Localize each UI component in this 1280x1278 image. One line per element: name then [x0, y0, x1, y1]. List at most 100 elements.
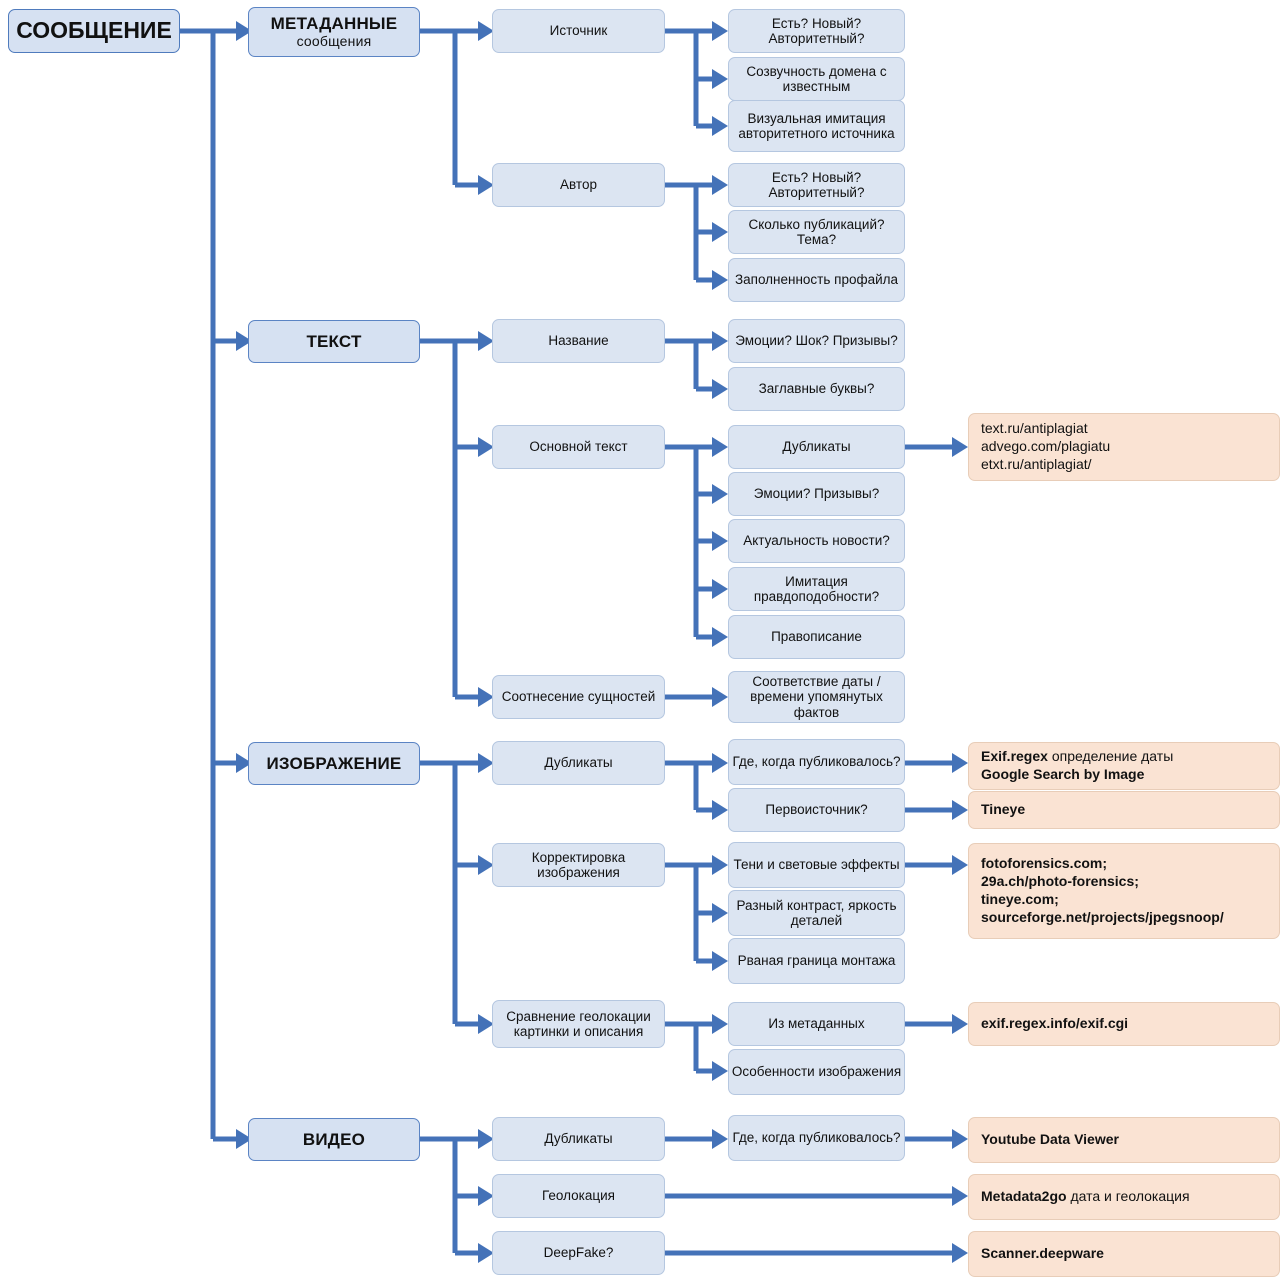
check-source-visual-imitation[interactable]: Визуальная имитация авторитетного источн… — [728, 100, 905, 152]
node-image-geolocation-compare[interactable]: Сравнение геолокации картинки и описания — [492, 1000, 665, 1048]
check-label: Есть? Новый? Авторитетный? — [768, 15, 865, 46]
check-image-contrast-brightness[interactable]: Разный контраст, яркость деталей — [728, 890, 905, 936]
tool-bold: Google Search by Image — [981, 766, 1145, 782]
node-label: Дубликаты — [544, 755, 613, 771]
tool-deepware[interactable]: Scanner.deepware — [968, 1231, 1280, 1277]
check-image-shadows-light[interactable]: Тени и световые эффекты — [728, 842, 905, 888]
check-label: Заглавные буквы? — [758, 381, 875, 397]
check-image-where-when-published[interactable]: Где, когда публиковалось? — [728, 739, 905, 785]
node-image-correction[interactable]: Корректировка изображения — [492, 843, 665, 887]
check-label: Имитация правдоподобности? — [753, 573, 880, 604]
check-label: Актуальность новости? — [743, 533, 890, 549]
check-text-spelling[interactable]: Правописание — [728, 615, 905, 659]
node-label: DeepFake? — [543, 1245, 614, 1261]
tool-line: text.ru/antiplagiat — [981, 420, 1088, 437]
check-image-original-source[interactable]: Первоисточник? — [728, 788, 905, 832]
check-label: Визуальная имитация авторитетного источн… — [738, 110, 895, 141]
node-title[interactable]: Название — [492, 319, 665, 363]
tool-youtube[interactable]: Youtube Data Viewer — [968, 1117, 1280, 1163]
node-label: Источник — [549, 23, 608, 39]
node-video-deepfake[interactable]: DeepFake? — [492, 1231, 665, 1275]
check-text-duplicates[interactable]: Дубликаты — [728, 425, 905, 469]
check-label: Созвучность домена с известным — [746, 63, 887, 94]
check-label: Разный контраст, яркость деталей — [736, 897, 897, 928]
check-video-where-when-published[interactable]: Где, когда публиковалось? — [728, 1115, 905, 1161]
branch-sublabel-metadata: сообщения — [296, 33, 372, 50]
tool-line: sourceforge.net/projects/jpegsnoop/ — [981, 908, 1224, 925]
tool-metadata2go[interactable]: Metadata2go дата и геолокация — [968, 1174, 1280, 1220]
check-label: Первоисточник? — [765, 802, 868, 818]
node-video-duplicates[interactable]: Дубликаты — [492, 1117, 665, 1161]
tool-line: Exif.regex определение даты — [981, 748, 1173, 766]
tool-bold: exif.regex.info/exif.cgi — [981, 1015, 1129, 1032]
check-label: Заполненность профайла — [734, 272, 899, 288]
tool-line: fotoforensics.com; — [981, 855, 1108, 872]
branch-label-image: ИЗОБРАЖЕНИЕ — [266, 753, 402, 773]
tool-bold: Scanner.deepware — [981, 1245, 1104, 1262]
check-image-features[interactable]: Особенности изображения — [728, 1049, 905, 1095]
check-image-from-metadata[interactable]: Из метаданных — [728, 1002, 905, 1046]
branch-label-text: ТЕКСТ — [306, 331, 362, 351]
check-title-capitals[interactable]: Заглавные буквы? — [728, 367, 905, 411]
tool-bold: Tineye — [981, 801, 1026, 818]
tool-rest: дата и геолокация — [1066, 1188, 1190, 1205]
check-label: Тени и световые эффекты — [733, 857, 900, 873]
node-label: Сравнение геолокации картинки и описания — [506, 1008, 651, 1039]
check-text-plausibility-imitation[interactable]: Имитация правдоподобности? — [728, 567, 905, 611]
check-label: Особенности изображения — [731, 1064, 902, 1080]
tool-bold: Exif.regex — [981, 748, 1048, 765]
node-video-geolocation[interactable]: Геолокация — [492, 1174, 665, 1218]
tool-tineye[interactable]: Tineye — [968, 791, 1280, 829]
tool-forensics[interactable]: fotoforensics.com; 29a.ch/photo-forensic… — [968, 843, 1280, 939]
tool-exif-google[interactable]: Exif.regex определение даты Google Searc… — [968, 742, 1280, 790]
tool-line: tineye.com; — [981, 891, 1059, 907]
node-label: Соотнесение сущностей — [501, 689, 656, 705]
check-title-emotions[interactable]: Эмоции? Шок? Призывы? — [728, 319, 905, 363]
check-author-exists[interactable]: Есть? Новый? Авторитетный? — [728, 163, 905, 207]
branch-node-text[interactable]: ТЕКСТ — [248, 320, 420, 363]
branch-node-image[interactable]: ИЗОБРАЖЕНИЕ — [248, 742, 420, 785]
check-date-time-correspondence[interactable]: Соответствие даты / времени упомянутых ф… — [728, 671, 905, 723]
check-label: Дубликаты — [782, 439, 851, 455]
branch-label-video: ВИДЕО — [302, 1129, 366, 1149]
check-label: Где, когда публиковалось? — [732, 754, 901, 770]
node-entity-correlation[interactable]: Соотнесение сущностей — [492, 675, 665, 719]
tool-line: advego.com/plagiatu — [981, 438, 1111, 455]
check-label: Где, когда публиковалось? — [732, 1130, 901, 1146]
check-text-emotions[interactable]: Эмоции? Призывы? — [728, 472, 905, 516]
check-source-domain-similarity[interactable]: Созвучность домена с известным — [728, 57, 905, 101]
node-author[interactable]: Автор — [492, 163, 665, 207]
check-label: Есть? Новый? Авторитетный? — [768, 169, 865, 200]
node-label: Название — [548, 333, 609, 349]
branch-label-metadata: МЕТАДАННЫЕ — [270, 14, 398, 34]
tool-line: Metadata2go дата и геолокация — [981, 1188, 1190, 1206]
tool-line: 29a.ch/photo-forensics; — [981, 873, 1139, 890]
check-image-torn-montage-border[interactable]: Рваная граница монтажа — [728, 938, 905, 984]
check-author-profile-completeness[interactable]: Заполненность профайла — [728, 258, 905, 302]
tool-exif-cgi[interactable]: exif.regex.info/exif.cgi — [968, 1002, 1280, 1046]
check-text-relevance[interactable]: Актуальность новости? — [728, 519, 905, 563]
root-node-message[interactable]: СООБЩЕНИЕ — [8, 9, 180, 53]
branch-node-metadata[interactable]: МЕТАДАННЫЕ сообщения — [248, 7, 420, 57]
node-label: Дубликаты — [544, 1131, 613, 1147]
node-label: Автор — [560, 177, 597, 193]
check-label: Эмоции? Шок? Призывы? — [735, 333, 898, 349]
node-label: Геолокация — [542, 1188, 615, 1204]
check-label: Правописание — [771, 629, 862, 645]
node-source[interactable]: Источник — [492, 9, 665, 53]
tool-antiplagiat[interactable]: text.ru/antiplagiat advego.com/plagiatu … — [968, 413, 1280, 481]
check-label: Сколько публикаций? Тема? — [748, 216, 885, 247]
node-label: Основной текст — [529, 439, 628, 455]
node-image-duplicates[interactable]: Дубликаты — [492, 741, 665, 785]
check-label: Соответствие даты / времени упомянутых ф… — [750, 674, 883, 720]
check-label: Эмоции? Призывы? — [753, 486, 880, 502]
tool-rest: определение даты — [1047, 748, 1174, 765]
check-source-exists[interactable]: Есть? Новый? Авторитетный? — [728, 9, 905, 53]
branch-node-video[interactable]: ВИДЕО — [248, 1118, 420, 1161]
check-author-publications[interactable]: Сколько публикаций? Тема? — [728, 210, 905, 254]
root-node-label: СООБЩЕНИЕ — [16, 17, 172, 44]
node-main-text[interactable]: Основной текст — [492, 425, 665, 469]
node-label: Корректировка изображения — [531, 849, 626, 880]
check-label: Из метаданных — [768, 1016, 865, 1032]
